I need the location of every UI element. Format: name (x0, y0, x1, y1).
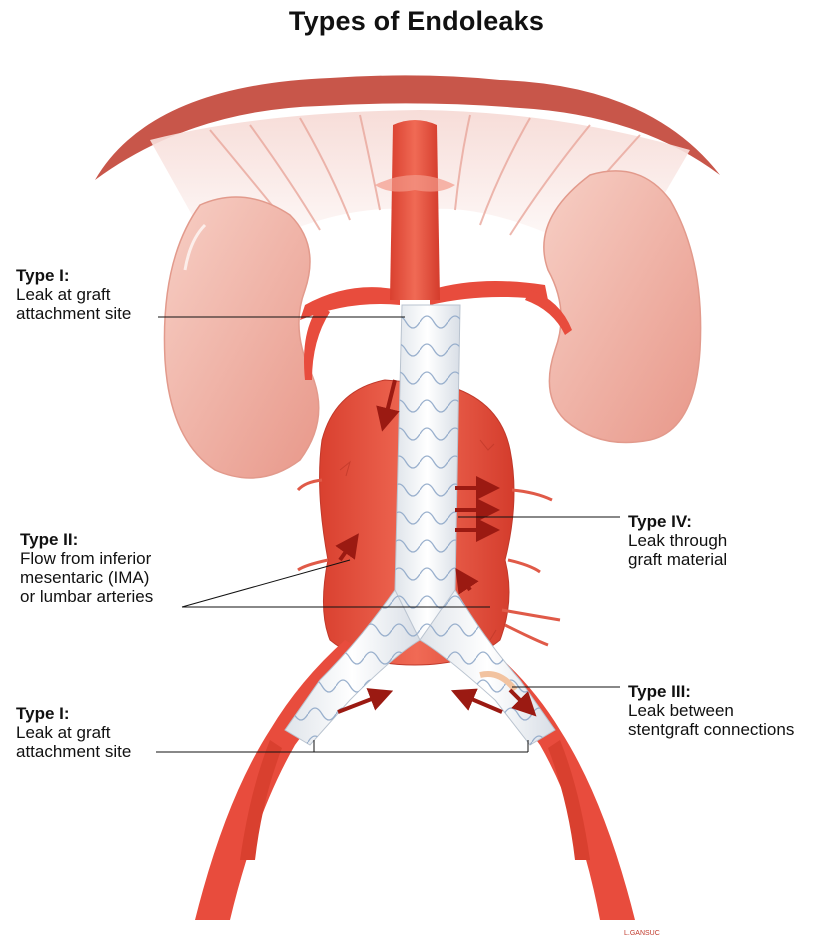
right-kidney (544, 171, 701, 443)
illustrator-credit: L.GANSUC (624, 930, 660, 937)
label-type4: Type IV: Leak through graft material (628, 512, 727, 569)
aorta (390, 120, 440, 300)
label-type3: Type III: Leak between stentgraft connec… (628, 682, 794, 739)
label-type1-bottom: Type I: Leak at graft attachment site (16, 704, 131, 761)
iliac-arteries (195, 640, 635, 920)
label-type2: Type II: Flow from inferior mesentaric (… (20, 530, 153, 606)
label-type1-top: Type I: Leak at graft attachment site (16, 266, 131, 323)
left-kidney (164, 197, 318, 478)
